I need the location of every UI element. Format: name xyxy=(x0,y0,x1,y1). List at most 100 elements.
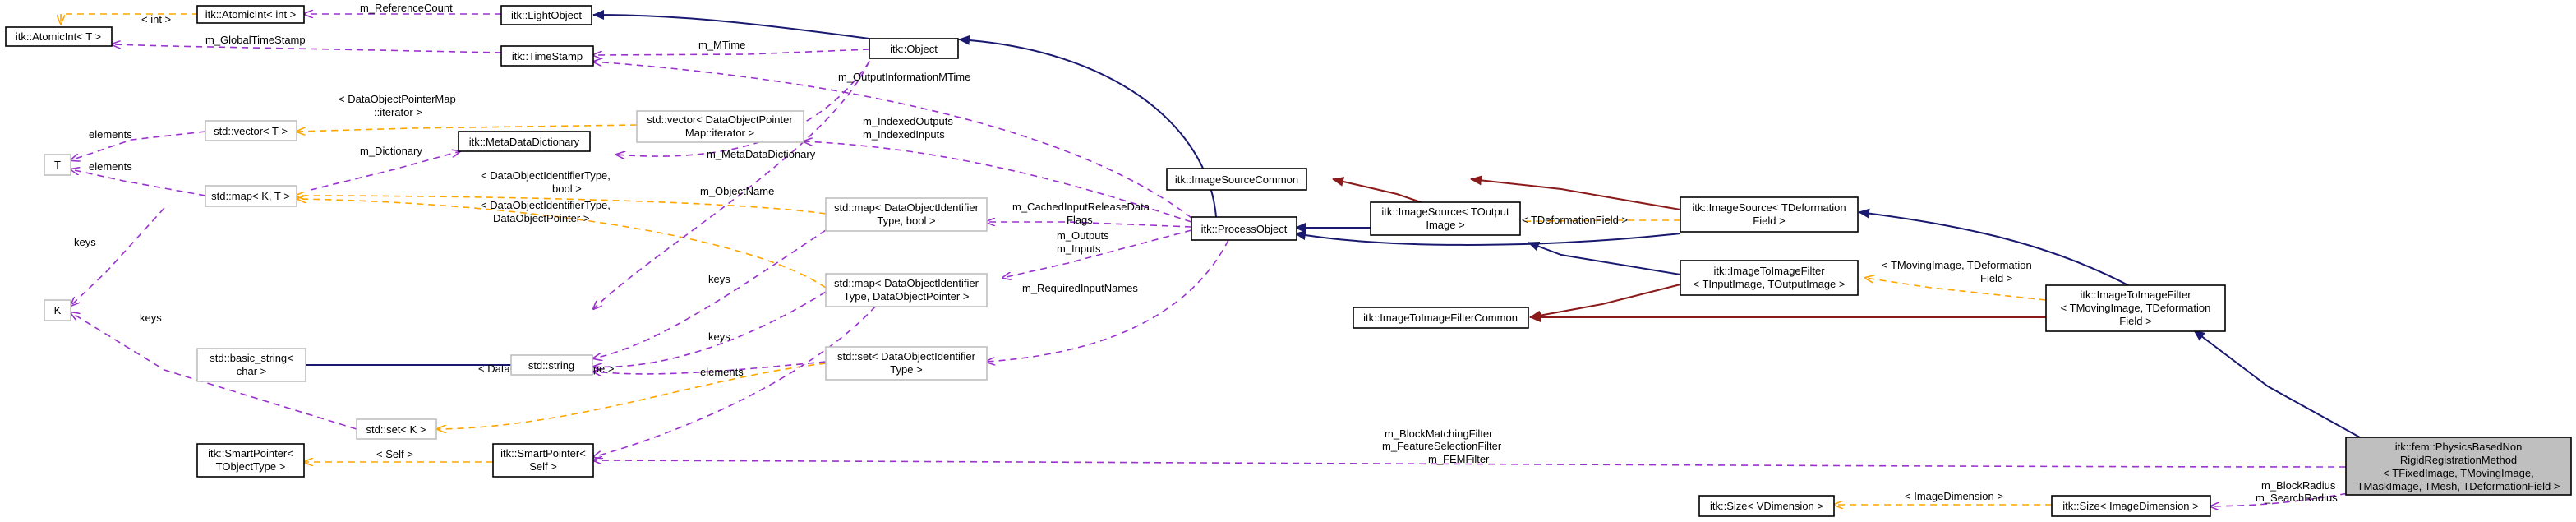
node-physics-based-nonrigid-registration[interactable]: itk::fem::PhysicsBasedNon RigidRegistrat… xyxy=(2345,437,2572,496)
node-basic-string[interactable]: std::basic_string< char > xyxy=(196,348,306,382)
edge-m-globaltimestamp xyxy=(112,44,502,53)
node-set-doi[interactable]: std::set< DataObjectIdentifier Type > xyxy=(825,346,988,381)
svg-text:std::map< DataObjectIdentifier: std::map< DataObjectIdentifier xyxy=(834,201,979,214)
node-map-doi-bool[interactable]: std::map< DataObjectIdentifier Type, boo… xyxy=(825,197,988,232)
edge-label-m-mtime: m_MTime xyxy=(698,39,745,51)
edge-label-m-dictionary: m_Dictionary xyxy=(360,145,422,157)
edge-label-keys-4: keys xyxy=(708,330,730,343)
edge-vector-template xyxy=(297,124,638,132)
edge-label-m-cached-2: Flags xyxy=(1067,214,1093,226)
svg-text:itk::Size< ImageDimension >: itk::Size< ImageDimension > xyxy=(2062,500,2198,512)
node-imagesource-out[interactable]: itk::ImageSource< TOutput Image > xyxy=(1370,201,1521,236)
node-string[interactable]: std::string xyxy=(510,354,593,376)
edge-label-m-cached-1: m_CachedInputReleaseData xyxy=(1012,201,1150,213)
edge-label-m-radius-2: m_SearchRadius xyxy=(2256,492,2338,504)
edge-label-tmoving-tdef-2: Field > xyxy=(1980,272,2012,284)
svg-text:itk::ImageSource< TDeformation: itk::ImageSource< TDeformation xyxy=(1692,201,1846,214)
edge-keys-set xyxy=(71,312,357,430)
svg-text:std::basic_string<: std::basic_string< xyxy=(210,352,293,364)
node-lightobject[interactable]: itk::LightObject xyxy=(500,5,592,25)
node-imagetoimagefilter-md[interactable]: itk::ImageToImageFilter < TMovingImage, … xyxy=(2045,284,2226,332)
svg-text:< TFixedImage, TMovingImage,: < TFixedImage, TMovingImage, xyxy=(2383,467,2533,479)
svg-text:itk::ImageToImageFilter: itk::ImageToImageFilter xyxy=(2080,289,2191,301)
edge-label-tdeformationfield: < TDeformationField > xyxy=(1522,214,1628,226)
svg-text:< TMovingImage, TDeformation: < TMovingImage, TDeformation xyxy=(2061,302,2211,314)
edge-elements-1 xyxy=(71,131,206,160)
node-map-kt[interactable]: std::map< K, T > xyxy=(205,185,297,207)
node-timestamp[interactable]: itk::TimeStamp xyxy=(500,45,594,67)
edge-label-dop-iterator-2: ::iterator > xyxy=(374,106,422,118)
edge-m-requiredinputnames xyxy=(986,239,1229,362)
svg-text:itk::SmartPointer<: itk::SmartPointer< xyxy=(208,447,293,460)
edge-label-int: < int > xyxy=(141,13,171,25)
svg-text:TMaskImage, TMesh, TDeformatio: TMaskImage, TMesh, TDeformationField > xyxy=(2357,480,2560,492)
svg-text:RigidRegistrationMethod: RigidRegistrationMethod xyxy=(2400,454,2517,466)
node-atomicint-t[interactable]: itk::AtomicInt< T > xyxy=(5,26,113,47)
edge-label-tmoving-tdef-1: < TMovingImage, TDeformation xyxy=(1882,259,2032,271)
svg-text:Type, DataObjectPointer >: Type, DataObjectPointer > xyxy=(844,290,970,303)
edge-label-m-outputs-1: m_Outputs xyxy=(1057,229,1109,242)
edge-label-keys-3: keys xyxy=(140,312,162,324)
svg-text:std::string: std::string xyxy=(528,359,574,372)
svg-text:Field >: Field > xyxy=(2119,315,2151,327)
edge-label-self: < Self > xyxy=(376,448,413,460)
svg-text:itk::ImageSourceCommon: itk::ImageSourceCommon xyxy=(1175,173,1298,186)
node-imagesourcecommon[interactable]: itk::ImageSourceCommon xyxy=(1166,168,1307,191)
svg-text:char >: char > xyxy=(237,365,267,377)
node-t[interactable]: T xyxy=(44,154,71,176)
node-metadatadictionary[interactable]: itk::MetaDataDictionary xyxy=(458,131,591,152)
edge-label-m-filters-2: m_FeatureSelectionFilter xyxy=(1382,440,1502,452)
node-processobject[interactable]: itk::ProcessObject xyxy=(1191,216,1297,241)
edge-label-dop-iterator-1: < DataObjectPointerMap xyxy=(339,93,456,105)
svg-text:itk::TimeStamp: itk::TimeStamp xyxy=(512,50,583,62)
node-imagetoimagefilter-io[interactable]: itk::ImageToImageFilter < TInputImage, T… xyxy=(1680,260,1859,296)
edge-m-outputinformationmtime xyxy=(593,62,1192,219)
svg-text:std::set< K >: std::set< K > xyxy=(366,423,426,436)
svg-text:itk::ImageToImageFilterCommon: itk::ImageToImageFilterCommon xyxy=(1363,312,1518,324)
svg-text:std::vector< DataObjectPointer: std::vector< DataObjectPointer xyxy=(647,113,793,126)
edge-keys-4 xyxy=(593,361,827,374)
node-smartpointer-t[interactable]: itk::SmartPointer< TObjectType > xyxy=(196,443,305,478)
edge-label-elements-1: elements xyxy=(89,128,132,141)
edge-m-outputs-inputs xyxy=(1002,229,1192,278)
node-size-v[interactable]: itk::Size< VDimension > xyxy=(1698,495,1835,517)
node-atomicint-int[interactable]: itk::AtomicInt< int > xyxy=(196,5,305,24)
edge-processobject-imagesource-def xyxy=(1294,230,1681,246)
svg-text:std::set< DataObjectIdentifier: std::set< DataObjectIdentifier xyxy=(837,350,976,363)
edge-m-mtime xyxy=(593,49,870,55)
node-object[interactable]: itk::Object xyxy=(869,38,959,59)
edge-label-m-referencecount: m_ReferenceCount xyxy=(360,2,453,14)
svg-text:< TInputImage, TOutputImage >: < TInputImage, TOutputImage > xyxy=(1693,278,1845,290)
edge-label-keys-1: keys xyxy=(74,236,96,248)
edge-m-filters xyxy=(593,460,2347,468)
edge-label-m-filters-1: m_BlockMatchingFilter xyxy=(1385,427,1493,440)
node-imagesource-def[interactable]: itk::ImageSource< TDeformation Field > xyxy=(1680,196,1859,233)
svg-text:itk::ImageToImageFilter: itk::ImageToImageFilter xyxy=(1713,265,1825,277)
edge-doi-dop xyxy=(297,199,827,289)
node-map-doi-dop[interactable]: std::map< DataObjectIdentifier Type, Dat… xyxy=(825,273,988,307)
node-k[interactable]: K xyxy=(44,299,71,321)
svg-text:std::vector< T >: std::vector< T > xyxy=(214,125,288,137)
node-set-k[interactable]: std::set< K > xyxy=(356,418,437,440)
svg-text:itk::fem::PhysicsBasedNon: itk::fem::PhysicsBasedNon xyxy=(2395,441,2523,453)
edge-label-m-indexed-2: m_IndexedInputs xyxy=(863,128,945,141)
node-vector-dop[interactable]: std::vector< DataObjectPointer Map::iter… xyxy=(636,110,804,143)
edge-label-doi-dop-1: < DataObjectIdentifierType, xyxy=(481,199,611,211)
edge-doi-type xyxy=(437,363,827,429)
node-smartpointer-self[interactable]: itk::SmartPointer< Self > xyxy=(492,443,594,478)
svg-text:Image >: Image > xyxy=(1426,219,1464,231)
edge-label-imagedimension: < ImageDimension > xyxy=(1905,490,2003,502)
edge-tmoving-tdef xyxy=(1865,278,2047,301)
svg-text:itk::LightObject: itk::LightObject xyxy=(511,9,582,21)
node-vector-t[interactable]: std::vector< T > xyxy=(205,120,297,141)
edges xyxy=(61,13,2361,506)
node-imagetoimagefiltercommon[interactable]: itk::ImageToImageFilterCommon xyxy=(1353,307,1529,329)
edge-label-elements-2: elements xyxy=(89,160,132,173)
node-size-i[interactable]: itk::Size< ImageDimension > xyxy=(2051,495,2211,517)
svg-text:Field >: Field > xyxy=(1753,215,1785,227)
svg-text:Type, bool >: Type, bool > xyxy=(877,215,935,227)
edge-atomicint-template xyxy=(61,13,199,24)
edge-keys-3 xyxy=(593,291,827,367)
edge-itifcommon-io xyxy=(1529,284,1681,321)
